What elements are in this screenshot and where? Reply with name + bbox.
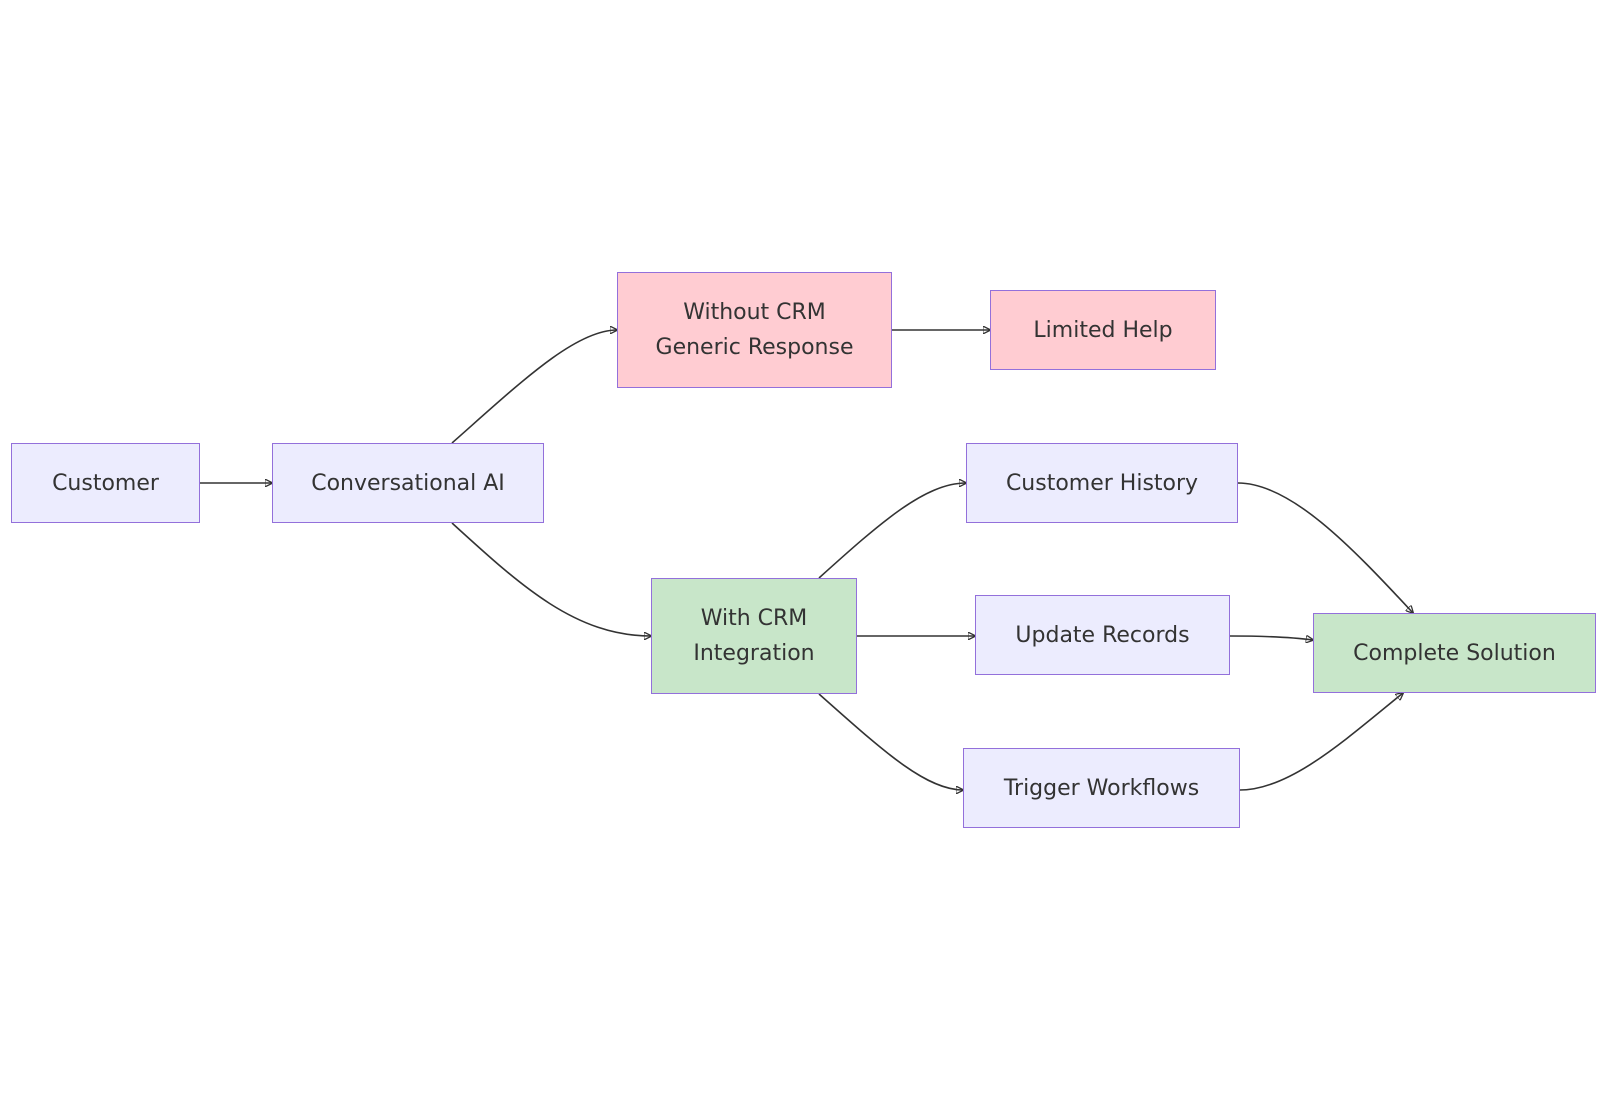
node-conversational-ai-label: Conversational AI	[311, 470, 505, 496]
node-without-crm-label: Without CRM Generic Response	[656, 295, 854, 365]
node-limited-help-label: Limited Help	[1033, 317, 1173, 343]
node-without-crm-line1: Without CRM	[683, 300, 826, 325]
node-complete-solution: Complete Solution	[1313, 613, 1596, 693]
node-limited-help: Limited Help	[990, 290, 1216, 370]
node-with-crm-line1: With CRM	[700, 606, 808, 631]
node-customer-label: Customer	[52, 470, 159, 496]
node-complete-solution-label: Complete Solution	[1353, 640, 1556, 666]
node-update-records-label: Update Records	[1015, 622, 1190, 648]
node-with-crm: With CRM Integration	[651, 578, 857, 694]
node-with-crm-line2: Integration	[693, 641, 815, 666]
edge-history-to-complete	[1237, 482, 1413, 613]
node-without-crm-line2: Generic Response	[655, 335, 854, 360]
node-with-crm-label: With CRM Integration	[693, 601, 814, 671]
edge-with-to-history	[818, 483, 966, 579]
node-customer-history: Customer History	[966, 443, 1238, 523]
edge-update-to-complete	[1229, 636, 1313, 640]
node-without-crm: Without CRM Generic Response	[617, 272, 892, 388]
edge-ai-to-with	[451, 522, 651, 636]
node-trigger-workflows: Trigger Workflows	[963, 748, 1240, 828]
node-customer-history-label: Customer History	[1005, 470, 1199, 496]
node-conversational-ai: Conversational AI	[272, 443, 544, 523]
edge-ai-to-without	[451, 330, 617, 444]
node-trigger-workflows-label: Trigger Workflows	[1003, 775, 1200, 801]
edge-trigger-to-complete	[1239, 693, 1403, 791]
node-update-records: Update Records	[975, 595, 1230, 675]
edge-with-to-trigger	[818, 693, 963, 790]
node-customer: Customer	[11, 443, 200, 523]
